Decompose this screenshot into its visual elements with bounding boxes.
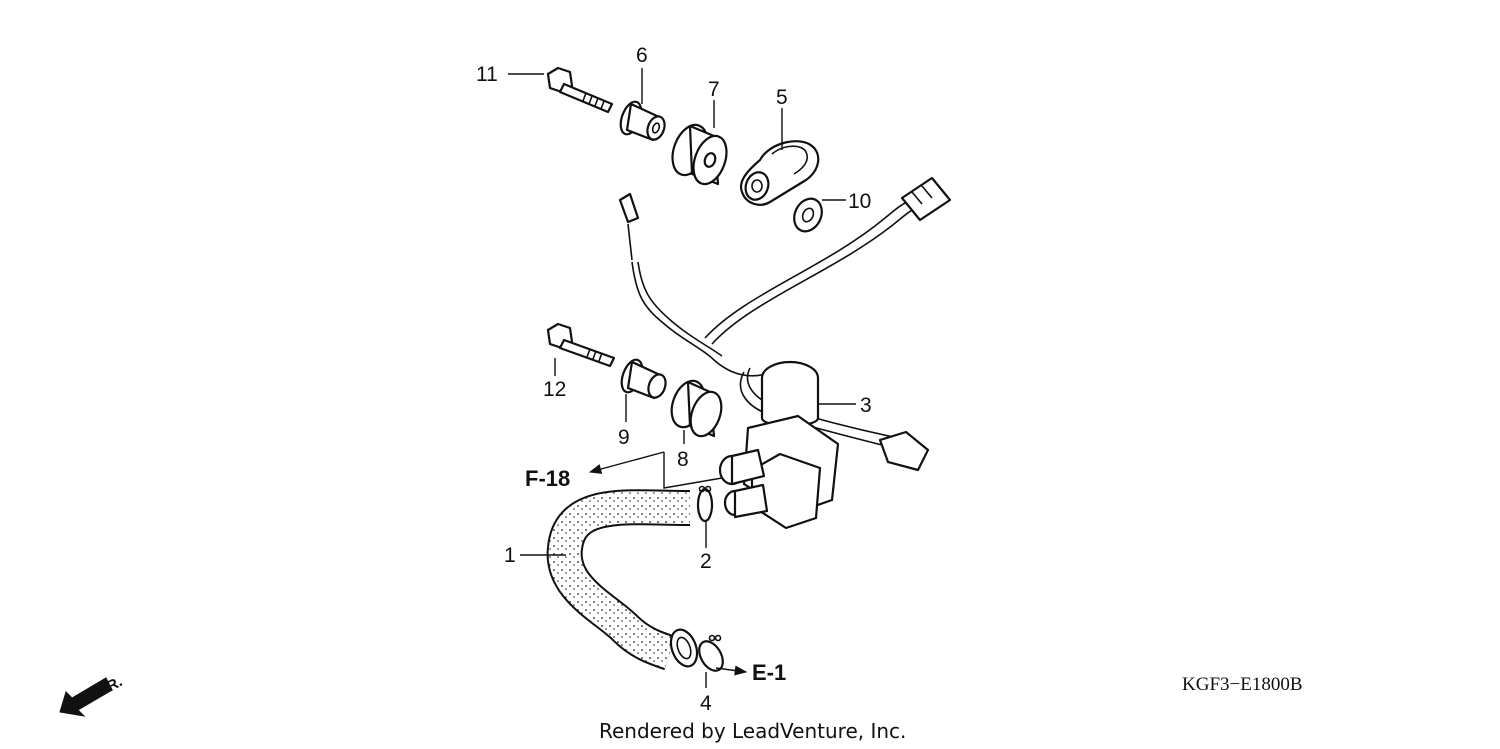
callout-8: 8: [677, 448, 689, 471]
air-injection-solenoid-valve-3[interactable]: [718, 360, 840, 530]
callout-11: 11: [476, 63, 498, 86]
front-direction-indicator: FR.: [59, 673, 125, 717]
callout-1: 1: [504, 544, 516, 567]
callout-6: 6: [636, 44, 648, 67]
clip-2[interactable]: [696, 485, 714, 523]
callout-labels: 11 6 7 5 10 12 3 9 8 1 2 4: [476, 44, 872, 715]
diagram-code: KGF3−E1800B: [1182, 674, 1303, 695]
bracket-5[interactable]: [739, 140, 820, 206]
grommet-8[interactable]: [666, 376, 727, 440]
collar-6[interactable]: [617, 99, 668, 142]
credit-text: Rendered by LeadVenture, Inc.: [599, 719, 906, 743]
callout-9: 9: [618, 426, 630, 449]
collar-9[interactable]: [618, 357, 669, 400]
callout-4: 4: [700, 692, 712, 715]
ref-label-e1[interactable]: E-1: [752, 660, 786, 685]
washer-10[interactable]: [789, 194, 827, 236]
callout-3: 3: [860, 394, 872, 417]
grommet-7[interactable]: [666, 120, 733, 189]
callout-10: 10: [848, 190, 871, 213]
bolt-11[interactable]: [546, 66, 614, 114]
bolt-12[interactable]: [546, 322, 616, 368]
callout-7: 7: [708, 78, 720, 101]
ref-label-f18[interactable]: F-18: [525, 466, 570, 491]
callout-12: 12: [543, 378, 566, 401]
callout-5: 5: [776, 86, 788, 109]
front-arrow-icon: [59, 677, 113, 717]
leader-lines: [508, 68, 856, 688]
hose-1[interactable]: [546, 489, 702, 671]
clip-4[interactable]: [694, 634, 727, 675]
callout-2: 2: [700, 550, 712, 573]
